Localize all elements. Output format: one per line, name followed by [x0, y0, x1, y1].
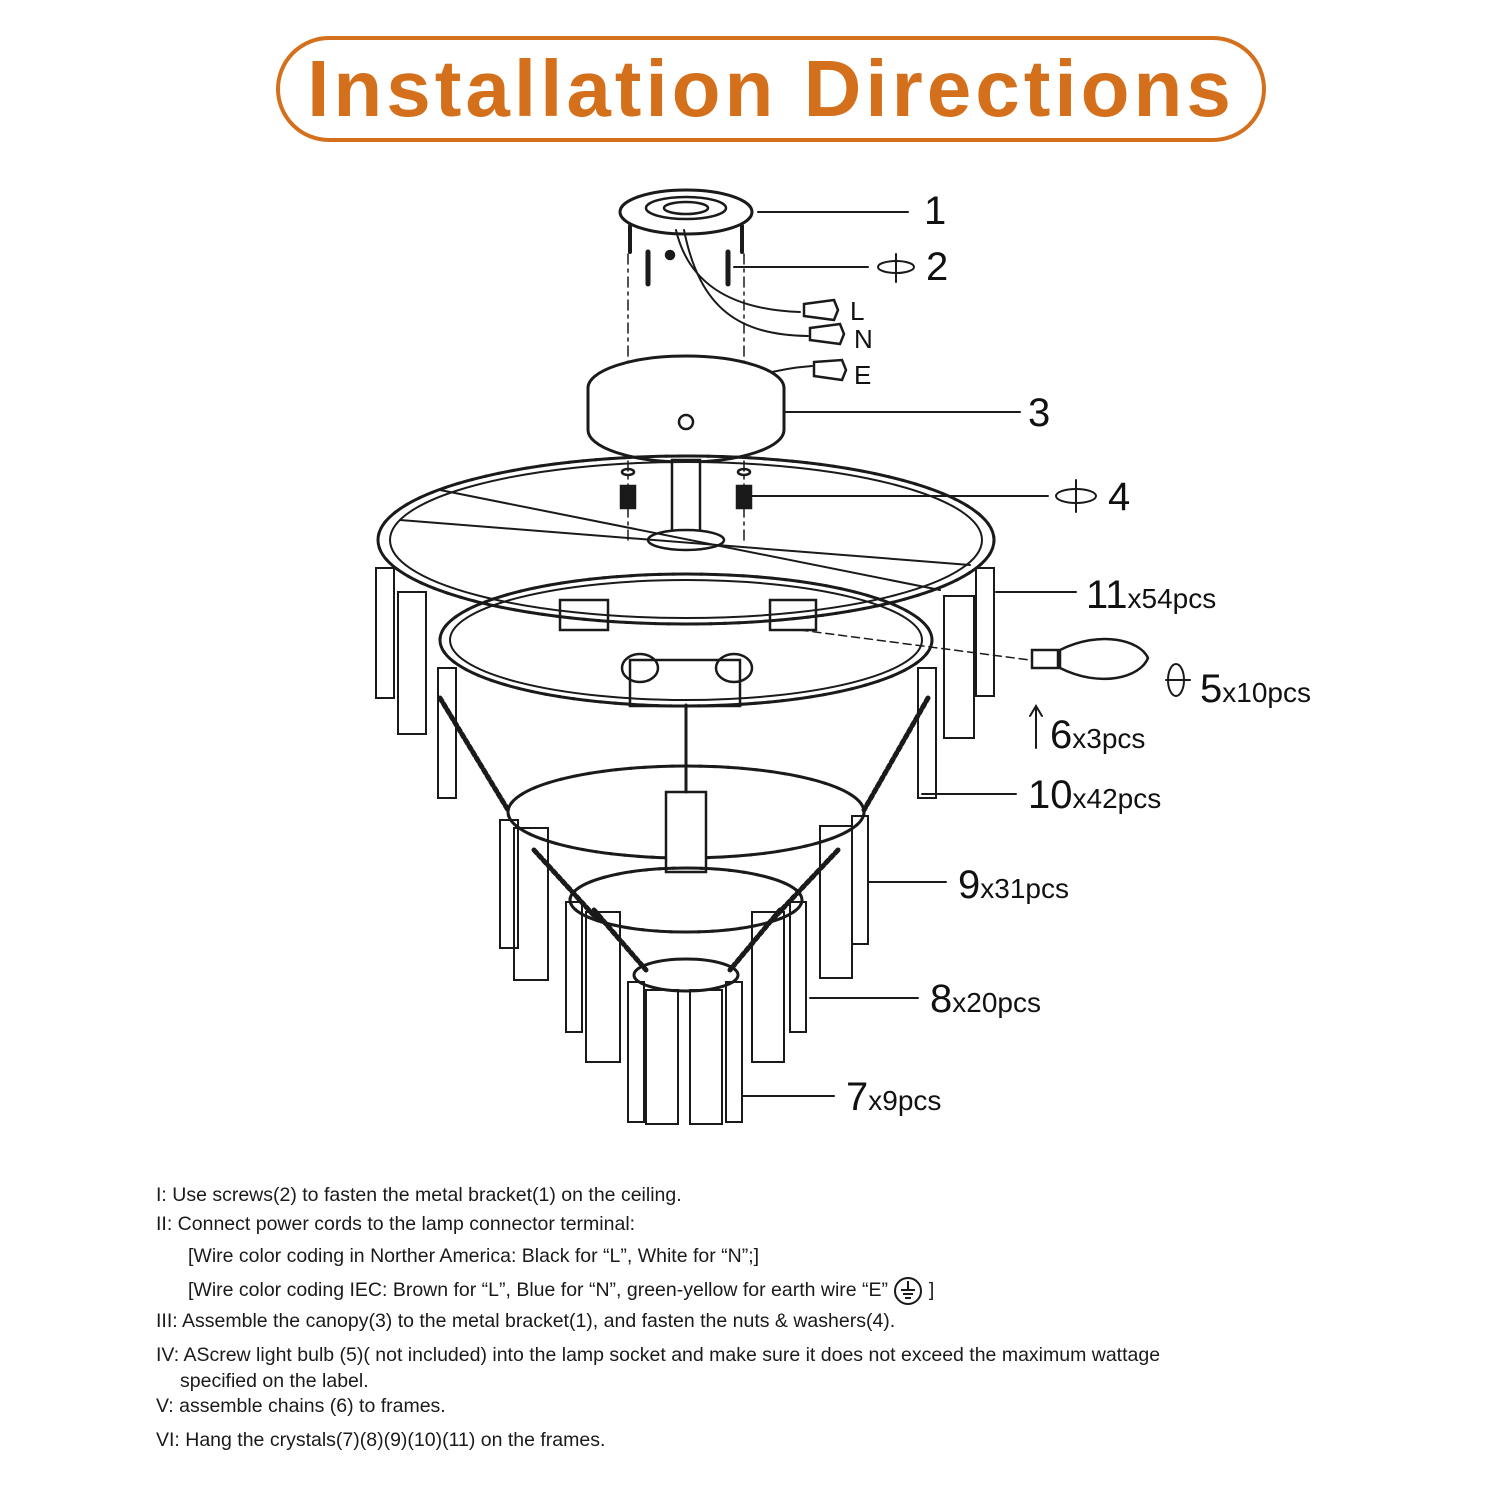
lamp-sockets — [558, 598, 818, 708]
screws — [645, 249, 731, 287]
callout-3: 3 — [1028, 391, 1050, 435]
ground-icon — [894, 1277, 923, 1305]
step-4: IV: AScrew light bulb (5)( not included)… — [156, 1344, 1161, 1366]
callout-11: 11x54pcs — [1086, 573, 1216, 617]
callout-2: 2 — [926, 245, 948, 289]
third-frame — [506, 703, 866, 874]
step-6: VI: Hang the crystals(7)(8)(9)(10)(11) o… — [156, 1429, 606, 1451]
mounting-bracket — [618, 188, 754, 254]
callout-9: 9x31pcs — [958, 863, 1069, 907]
wire-label-e: E — [854, 360, 871, 390]
step-2-iec-text: [Wire color coding IEC: Brown for “L”, B… — [188, 1279, 889, 1302]
rotate-icon — [877, 253, 1191, 749]
nuts-and-washers — [619, 467, 753, 510]
leader-lines — [733, 211, 1077, 1097]
page-title: Installation Directions — [307, 44, 1235, 133]
callout-1: 1 — [924, 189, 946, 233]
callout-8: 8x20pcs — [930, 977, 1041, 1021]
crystals — [375, 567, 995, 1125]
light-bulb — [799, 629, 1150, 681]
callout-4: 4 — [1108, 475, 1130, 519]
callout-10: 10x42pcs — [1028, 773, 1161, 817]
step-1: I: Use screws(2) to fasten the metal bra… — [156, 1184, 682, 1206]
callout-7: 7x9pcs — [846, 1075, 941, 1119]
canopy — [586, 354, 786, 464]
step-4-cont: specified on the label. — [180, 1370, 369, 1392]
step-2-iec-bracket: ] — [928, 1279, 935, 1302]
wire-label-n: N — [854, 324, 873, 354]
wire-label-l: L — [850, 296, 864, 326]
callout-5: 5x10pcs — [1200, 667, 1311, 711]
step-5: V: assemble chains (6) to frames. — [156, 1395, 446, 1417]
chandelier-exploded-diagram: L N E 1 2 3 4 11x54pcs 5x10pcs 6x3pcs 10… — [375, 188, 1311, 1125]
title-banner: Installation Directions — [276, 36, 1266, 142]
bottom-frame — [632, 957, 740, 993]
second-frame — [438, 572, 934, 708]
wire-connectors — [802, 298, 848, 382]
step-2-iec-coding: [Wire color coding IEC: Brown for “L”, B… — [188, 1276, 934, 1306]
step-2-na-coding: [Wire color coding in Norther America: B… — [188, 1245, 760, 1267]
top-frame — [376, 454, 996, 626]
fourth-frame — [568, 866, 804, 934]
callout-6: 6x3pcs — [1050, 713, 1145, 757]
step-3: III: Assemble the canopy(3) to the metal… — [156, 1310, 896, 1332]
step-2: II: Connect power cords to the lamp conn… — [156, 1213, 636, 1235]
